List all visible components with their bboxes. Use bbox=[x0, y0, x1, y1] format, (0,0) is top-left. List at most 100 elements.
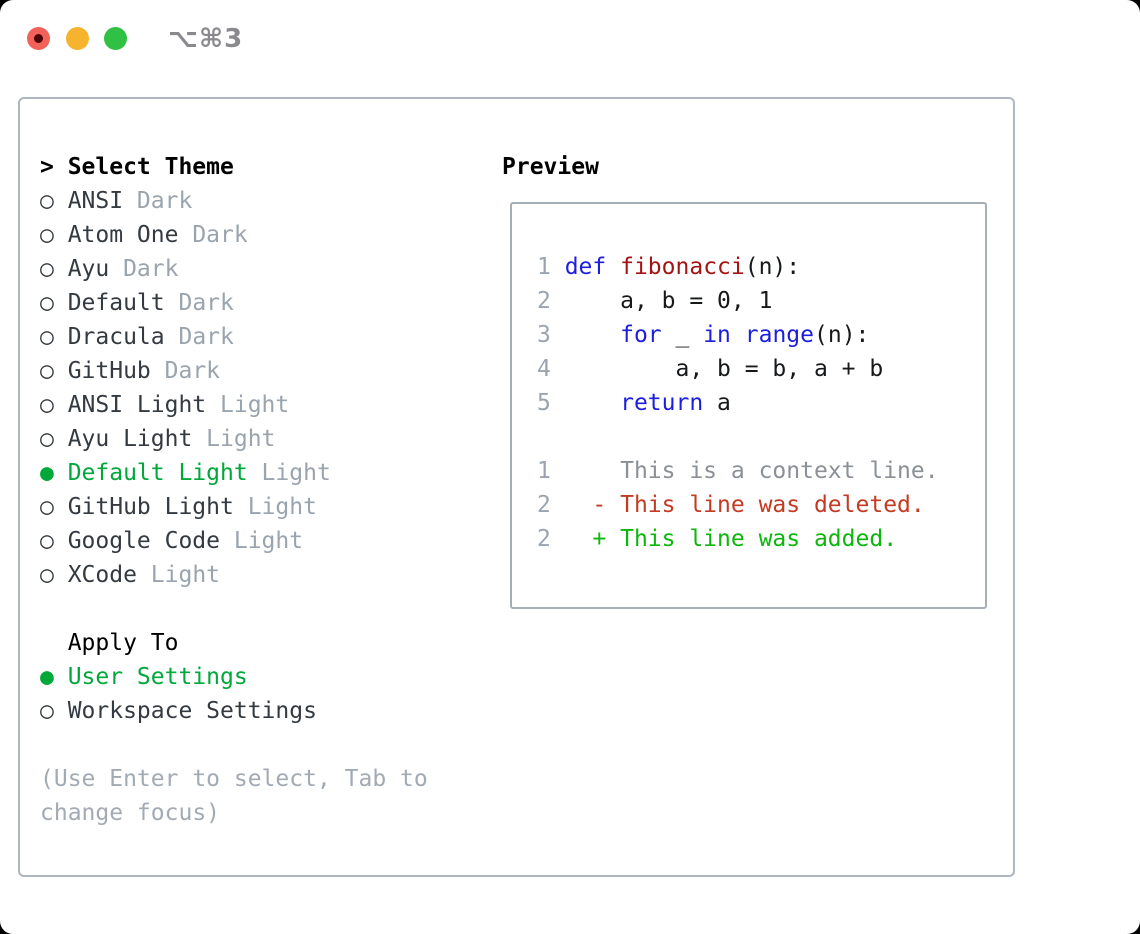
theme-list: ○ANSI Dark○Atom One Dark○Ayu Dark○Defaul… bbox=[40, 184, 428, 592]
radio-unselected-icon: ○ bbox=[40, 698, 54, 724]
code-segment: def bbox=[564, 254, 607, 280]
line-number: 1 bbox=[537, 458, 551, 484]
code-segment: fibonacci bbox=[620, 254, 745, 280]
code-segment bbox=[606, 254, 620, 280]
close-button[interactable] bbox=[27, 27, 50, 50]
line-number: 2 bbox=[537, 526, 551, 552]
radio-unselected-icon: ○ bbox=[40, 222, 54, 248]
code-line: 2 - This line was deleted. bbox=[537, 488, 985, 522]
theme-variant-tag: Light bbox=[247, 460, 331, 486]
radio-unselected-icon: ○ bbox=[40, 290, 54, 316]
title-bar: ⌥⌘3 bbox=[0, 0, 1140, 76]
radio-unselected-icon: ○ bbox=[40, 528, 54, 554]
theme-variant-tag: Light bbox=[206, 392, 290, 418]
code-segment: + This line was added. bbox=[592, 526, 898, 552]
apply-to-option[interactable]: ○Workspace Settings bbox=[40, 694, 428, 728]
minimize-button[interactable] bbox=[66, 27, 89, 50]
code-segment: range bbox=[744, 322, 814, 348]
line-number: 3 bbox=[537, 322, 551, 348]
code-segment: (n): bbox=[744, 254, 801, 280]
radio-unselected-icon: ○ bbox=[40, 392, 54, 418]
code-segment: _ bbox=[661, 322, 704, 348]
theme-variant-tag: Dark bbox=[150, 358, 221, 384]
radio-unselected-icon: ○ bbox=[40, 494, 54, 520]
theme-selector-dialog: >Select Theme ○ANSI Dark○Atom One Dark○A… bbox=[18, 97, 1015, 877]
theme-option[interactable]: ○Atom One Dark bbox=[40, 218, 428, 252]
code-line: 5 return a bbox=[537, 386, 985, 420]
theme-option[interactable]: ○ Google Code Light bbox=[40, 524, 428, 558]
preview-heading: Preview bbox=[502, 154, 599, 180]
window-title: ⌥⌘3 bbox=[168, 24, 244, 54]
theme-option[interactable]: ○Ayu Dark bbox=[40, 252, 428, 286]
theme-option[interactable]: ○ANSI Light Light bbox=[40, 388, 428, 422]
code-segment: This is a context line. bbox=[564, 458, 939, 484]
line-number: 5 bbox=[537, 390, 551, 416]
code-segment bbox=[565, 322, 620, 348]
theme-option[interactable]: ○ ANSI Dark bbox=[40, 184, 428, 218]
hint-text: (Use Enter to select, Tab to change focu… bbox=[40, 762, 428, 830]
theme-name: Default bbox=[67, 290, 165, 316]
theme-variant-tag: Light bbox=[136, 562, 221, 588]
theme-option[interactable]: ○GitHub Light Light bbox=[40, 490, 428, 524]
hint-line-2: change focus) bbox=[40, 800, 221, 826]
code-segment: a, b = 0, 1 bbox=[564, 288, 773, 314]
apply-to-section: Apply To ● User Settings ○Workspace Settin… bbox=[40, 626, 428, 728]
close-dot-icon bbox=[34, 34, 43, 43]
code-segment: - This line was deleted. bbox=[592, 492, 925, 518]
code-line bbox=[537, 420, 985, 454]
theme-name: Ayu bbox=[67, 256, 110, 282]
code-segment: (n): bbox=[814, 322, 870, 348]
line-number: 4 bbox=[537, 356, 551, 382]
radio-unselected-icon: ○ bbox=[40, 188, 54, 214]
code-segment: a, b = b, a + b bbox=[564, 356, 884, 382]
code-segment bbox=[565, 526, 593, 552]
select-theme-heading-label: Select Theme bbox=[67, 154, 234, 180]
apply-heading-indent bbox=[40, 626, 68, 660]
theme-selector-column: >Select Theme ○ANSI Dark○Atom One Dark○A… bbox=[40, 150, 428, 830]
apply-to-list: ● User Settings ○Workspace Settings bbox=[40, 660, 428, 728]
radio-unselected-icon: ○ bbox=[40, 324, 54, 350]
zoom-button[interactable] bbox=[104, 27, 127, 50]
code-segment: a bbox=[703, 390, 731, 416]
radio-unselected-icon: ○ bbox=[40, 426, 54, 452]
theme-name: GitHub bbox=[67, 358, 151, 384]
code-line: 1 This is a context line. bbox=[537, 454, 985, 488]
select-theme-heading: > Select Theme bbox=[40, 150, 428, 184]
prompt-icon: > bbox=[40, 154, 54, 180]
code-segment bbox=[731, 322, 745, 348]
code-line: 2 + This line was added. bbox=[537, 522, 985, 556]
apply-to-label: User Settings bbox=[67, 664, 248, 690]
code-line: 1 def fibonacci(n): bbox=[537, 250, 985, 284]
theme-option[interactable]: ○ GitHub Dark bbox=[40, 354, 428, 388]
code-segment: in bbox=[703, 322, 731, 348]
theme-variant-tag: Dark bbox=[123, 188, 193, 214]
code-segment: for bbox=[620, 322, 662, 348]
code-segment bbox=[565, 492, 593, 518]
code-line: 3 for _ in range(n): bbox=[537, 318, 985, 352]
code-segment bbox=[565, 390, 620, 416]
apply-to-heading: Apply To bbox=[40, 626, 428, 660]
theme-option[interactable]: ○Dracula Dark bbox=[40, 320, 428, 354]
theme-name: Ayu Light bbox=[67, 426, 193, 452]
theme-name: Atom One bbox=[67, 222, 179, 248]
code-segment: return bbox=[620, 390, 704, 416]
theme-variant-tag: Light bbox=[192, 426, 276, 452]
theme-variant-tag: Light bbox=[220, 528, 304, 554]
radio-selected-icon: ● bbox=[40, 664, 54, 690]
code-line: 2 a, b = 0, 1 bbox=[537, 284, 985, 318]
theme-option[interactable]: ●Default Light Light bbox=[40, 456, 428, 490]
theme-name: Default Light bbox=[67, 460, 248, 486]
hint-line-1: (Use Enter to select, Tab to bbox=[40, 766, 428, 792]
theme-option[interactable]: ○Default Dark bbox=[40, 286, 428, 320]
theme-option[interactable]: ○XCode Light bbox=[40, 558, 428, 592]
theme-variant-tag: Dark bbox=[109, 256, 179, 282]
apply-to-heading-label: Apply To bbox=[67, 630, 179, 656]
theme-name: Google Code bbox=[67, 528, 221, 554]
line-number: 2 bbox=[537, 288, 551, 314]
apply-to-option[interactable]: ● User Settings bbox=[40, 660, 428, 694]
theme-option[interactable]: ○ Ayu Light Light bbox=[40, 422, 428, 456]
radio-unselected-icon: ○ bbox=[40, 358, 54, 384]
theme-name: ANSI bbox=[67, 188, 124, 214]
